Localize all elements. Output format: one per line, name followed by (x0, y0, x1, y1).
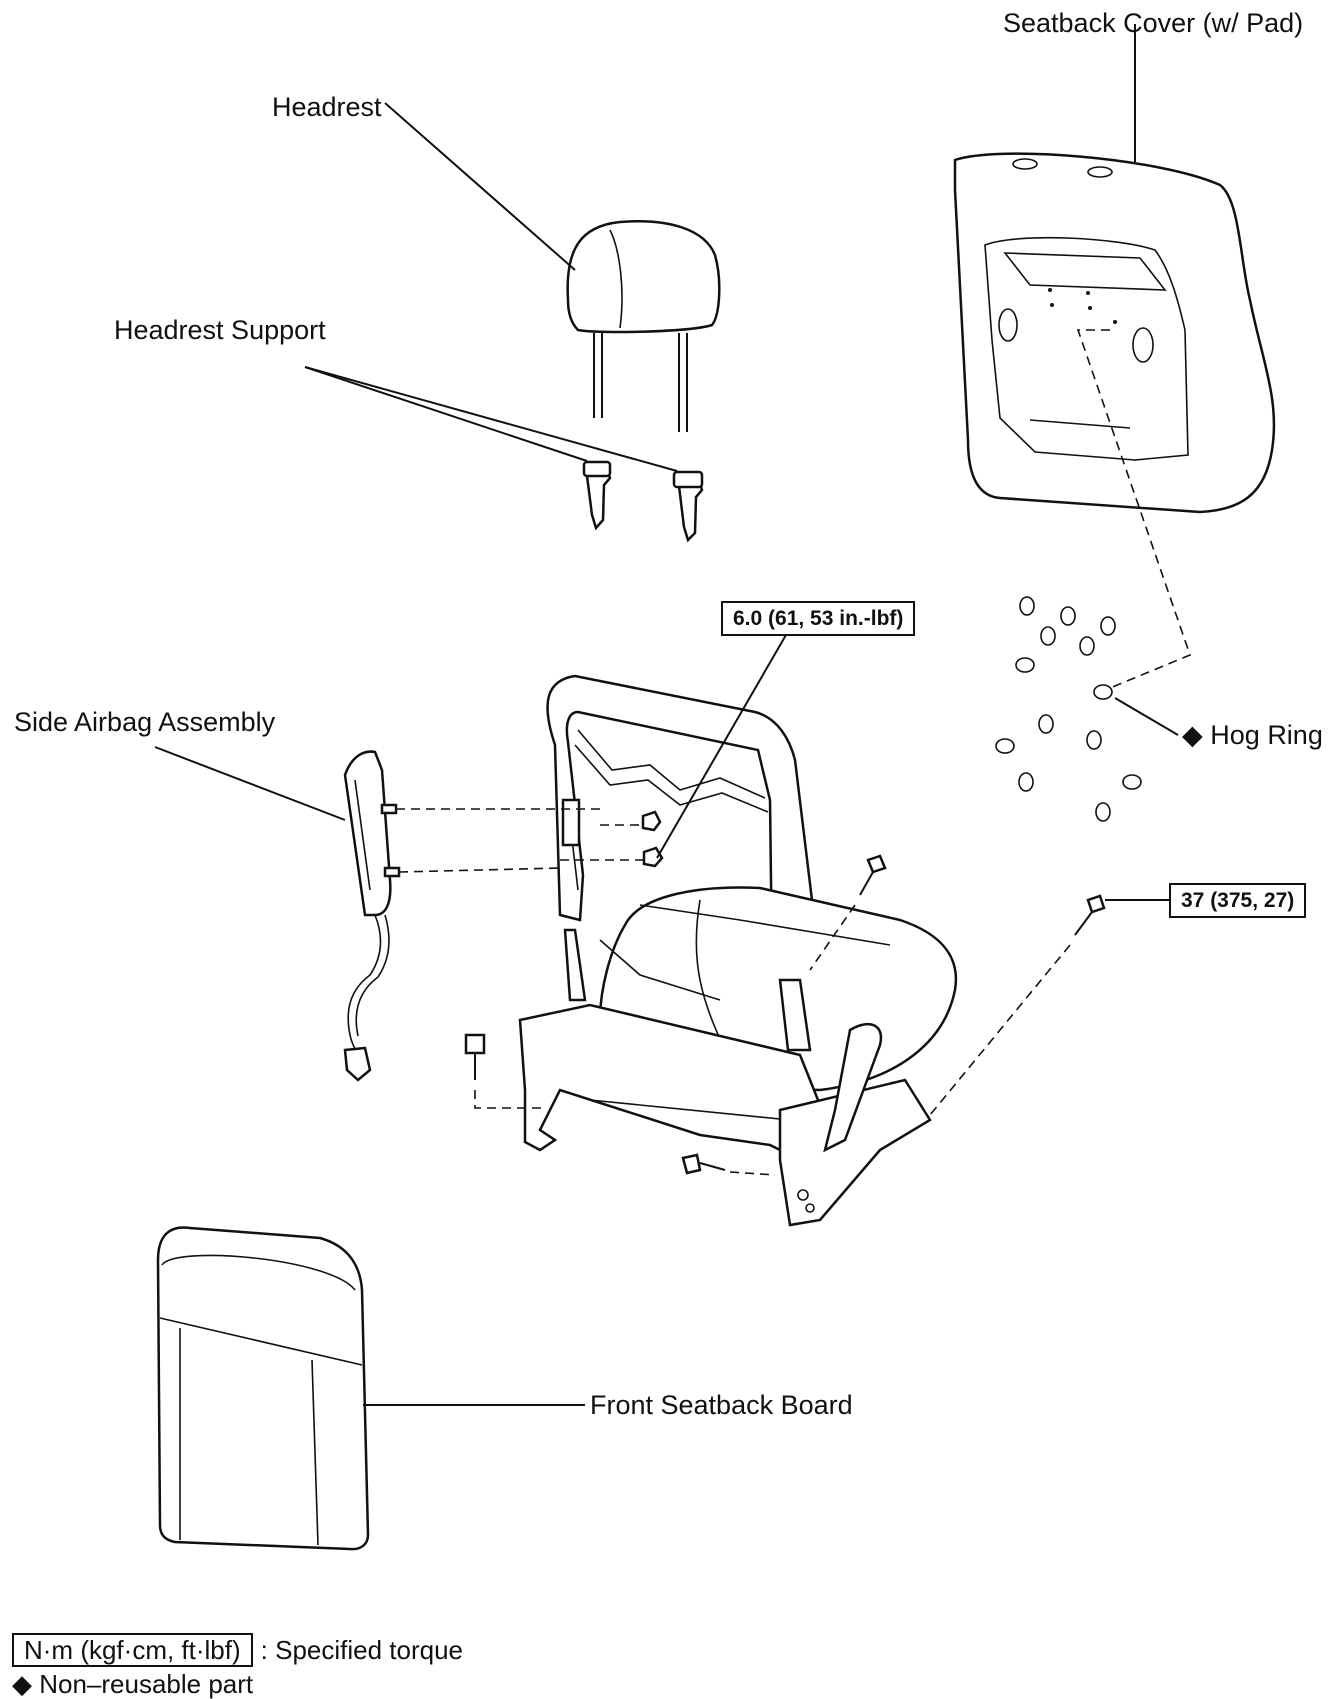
legend-torque-row: N·m (kgf·cm, ft·lbf): Specified torque (12, 1633, 463, 1667)
headrest-drawing (566, 220, 721, 432)
headrest-support-drawing (582, 460, 704, 543)
legend-torque-desc: : Specified torque (260, 1635, 464, 1665)
front-seatback-board-drawing (156, 1226, 370, 1551)
seatback-cover-label: Seatback Cover (w/ Pad) (1003, 8, 1304, 38)
legend: N·m (kgf·cm, ft·lbf): Specified torque ◆… (12, 1633, 463, 1697)
headrest-support-label: Headrest Support (114, 315, 326, 345)
seat-frame-drawing (518, 674, 958, 1227)
seatback-cover-drawing (953, 152, 1276, 514)
hog-ring-text: Hog Ring (1210, 720, 1323, 750)
legend-torque-box: N·m (kgf·cm, ft·lbf) (12, 1633, 253, 1667)
side-airbag-drawing (343, 750, 401, 1082)
seat-bolt (464, 854, 1106, 1175)
hog-ring-label: ◆ Hog Ring (1182, 722, 1323, 749)
airbag-nut-torque: 6.0 (61, 53 in.-lbf) (721, 601, 916, 637)
side-airbag-label: Side Airbag Assembly (14, 707, 276, 737)
headrest-label: Headrest (272, 92, 382, 122)
seat-bolt-torque: 37 (375, 27) (1169, 883, 1307, 919)
frame-nut (641, 810, 664, 868)
front-seatback-board-label: Front Seatback Board (590, 1390, 853, 1420)
non-reusable-icon: ◆ (1182, 720, 1203, 750)
legend-non-reusable-desc: Non–reusable part (39, 1669, 254, 1699)
hog-ring-group (995, 596, 1142, 822)
legend-diamond-icon: ◆ (12, 1669, 32, 1699)
legend-non-reusable-row: ◆ Non–reusable part (12, 1671, 463, 1697)
